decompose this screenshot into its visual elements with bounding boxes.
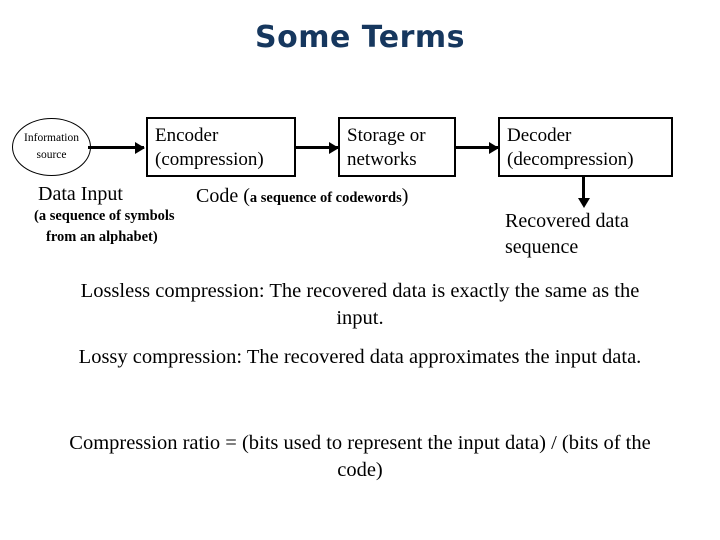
paragraph-lossless: Lossless compression: The recovered data… <box>80 280 640 330</box>
arrow-storage-to-decoder <box>456 141 499 154</box>
arrow-encoder-to-storage <box>296 141 339 154</box>
information-source-line2: source <box>36 149 67 161</box>
caption-recovered-data: Recovered data sequence <box>505 208 629 260</box>
node-decoder[interactable]: Decoder (decompression) <box>498 117 673 177</box>
storage-label-line2: networks <box>347 148 417 170</box>
arrow-source-to-encoder <box>88 141 145 154</box>
recovered-line2: sequence <box>505 236 579 258</box>
information-source-line1: Information <box>24 132 79 145</box>
code-prefix: Code ( <box>196 185 250 207</box>
node-encoder[interactable]: Encoder (compression) <box>146 117 296 177</box>
decoder-label-line1: Decoder <box>507 125 572 146</box>
caption-code: Code (a sequence of codewords) <box>196 184 408 208</box>
arrow-decoder-to-output <box>577 177 590 208</box>
caption-data-input: Data Input (a sequence of symbols from a… <box>34 182 175 247</box>
encoder-label-line1: Encoder <box>155 125 219 146</box>
data-input-main: Data Input <box>38 183 123 205</box>
data-input-detail-line1: (a sequence of symbols <box>34 208 175 225</box>
node-information-source[interactable]: Information source <box>12 118 91 176</box>
decoder-label-line2: (decompression) <box>507 148 634 170</box>
paragraph-lossy: Lossy compression: The recovered data ap… <box>78 346 642 368</box>
paragraph-compression-ratio: Compression ratio = (bits used to repres… <box>69 432 651 482</box>
data-input-detail-line2: from an alphabet) <box>46 229 158 246</box>
recovered-line1: Recovered data <box>505 210 629 232</box>
code-suffix: ) <box>401 185 409 207</box>
storage-label-line1: Storage or <box>347 125 426 146</box>
encoder-label-line2: (compression) <box>155 148 264 170</box>
code-inner: a sequence of codewords <box>249 190 402 206</box>
node-storage[interactable]: Storage or networks <box>338 117 456 177</box>
page-title: Some Terms <box>254 20 465 55</box>
